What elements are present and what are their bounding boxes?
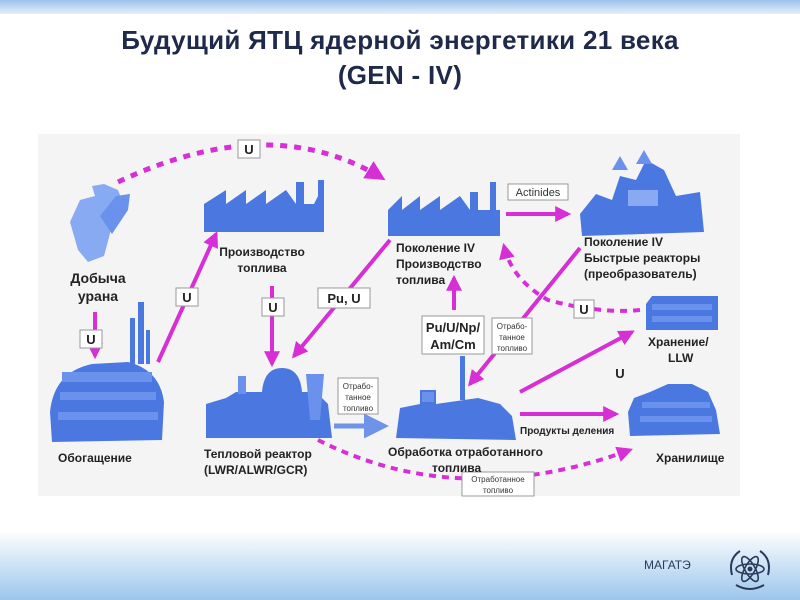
- flow-label-spent-3b: топливо: [483, 486, 514, 495]
- arrow-mining-to-gen4: [116, 142, 386, 185]
- arrow-spent-to-repository: [317, 438, 634, 481]
- iaea-logo-icon: [730, 550, 770, 590]
- node-label-llw-2: LLW: [668, 351, 694, 365]
- node-label-fabrication-1: Производство: [219, 245, 305, 259]
- label-box-spent-2: [491, 317, 533, 355]
- flow-label-spent-2b: танное: [499, 333, 525, 342]
- flow-label-u-top: U: [244, 142, 253, 157]
- node-label-fabrication-2: топлива: [237, 261, 287, 275]
- label-box-pu-np: [421, 315, 485, 355]
- flow-label-actinides: Actinides: [516, 187, 561, 199]
- flow-label-pu-np-2: Am/Cm: [430, 337, 476, 352]
- node-label-gen4fast-1: Поколение IV: [584, 235, 663, 249]
- flow-label-spent-1a: Отрабо-: [343, 382, 374, 391]
- label-box-spent-3: [461, 471, 535, 497]
- flow-label-spent-3a: Отработанное: [471, 475, 525, 484]
- node-label-thermal-1: Тепловой реактор: [204, 447, 312, 461]
- flow-label-fission: Продукты деления: [520, 426, 614, 437]
- page-subtitle: (GEN - IV): [337, 60, 463, 90]
- flow-label-u-storage: U: [615, 366, 624, 381]
- node-label-gen4prod-1: Поколение IV: [396, 241, 475, 255]
- page-title: Будущий ЯТЦ ядерной энергетики 21 века: [121, 25, 679, 55]
- arrow-to-llw: [519, 330, 635, 394]
- label-box-u-return: [573, 299, 595, 319]
- label-box-u-mining: [79, 329, 103, 349]
- arrow-return-dotted: [499, 242, 641, 313]
- node-label-repository: Хранилище: [656, 451, 725, 465]
- gen4-fabrication-icon: [388, 182, 500, 236]
- flow-label-spent-2c: топливо: [497, 344, 528, 353]
- flow-label-u-to-fab: U: [182, 290, 191, 305]
- flow-label-u-return: U: [579, 302, 588, 317]
- label-box-u-fab: [175, 287, 199, 307]
- fabrication-icon: [204, 180, 324, 232]
- top-band: [0, 0, 800, 14]
- footer-org: МАГАТЭ: [644, 558, 691, 572]
- node-label-mining-1: Добыча: [70, 270, 125, 286]
- node-label-reprocessing-2: топлива: [432, 461, 482, 475]
- flow-label-spent-1c: топливо: [343, 404, 374, 413]
- fast-reactor-icon: [580, 150, 704, 236]
- label-box-u-top: [237, 139, 261, 159]
- label-box-actinides: [507, 183, 569, 201]
- llw-storage-icon: [646, 296, 718, 330]
- enrichment-icon: [50, 302, 164, 442]
- flow-label-u-fab-down: U: [268, 300, 277, 315]
- flow-label-u-mining: U: [86, 332, 95, 347]
- node-label-thermal-2: (LWR/ALWR/GCR): [204, 463, 307, 477]
- node-label-mining-2: урана: [78, 288, 118, 304]
- node-label-reprocessing-1: Обработка отработанного: [388, 445, 543, 459]
- node-label-gen4fast-2: Быстрые реакторы: [584, 251, 700, 265]
- label-box-u-fab-down: [261, 297, 285, 317]
- label-box-pu-u: [317, 287, 371, 309]
- mining-icon: [70, 184, 130, 262]
- flow-label-spent-1b: танное: [345, 393, 371, 402]
- node-label-enrichment: Обогащение: [58, 451, 132, 465]
- node-label-llw-1: Хранение/: [648, 335, 709, 349]
- flow-label-pu-u: Pu, U: [327, 291, 360, 306]
- bottom-band: [0, 530, 800, 600]
- flow-label-pu-np-1: Pu/U/Np/: [426, 320, 481, 335]
- label-box-spent-1: [337, 377, 379, 415]
- repository-icon: [628, 384, 720, 436]
- node-label-gen4fast-3: (преобразователь): [584, 267, 697, 281]
- flow-label-spent-2a: Отрабо-: [497, 322, 528, 331]
- thermal-reactor-icon: [206, 368, 332, 438]
- arrow-fast-to-reprocessing: [467, 246, 582, 387]
- node-label-gen4prod-2: Производство: [396, 257, 482, 271]
- reprocessing-icon: [396, 356, 516, 440]
- node-label-gen4prod-3: топлива: [396, 273, 446, 287]
